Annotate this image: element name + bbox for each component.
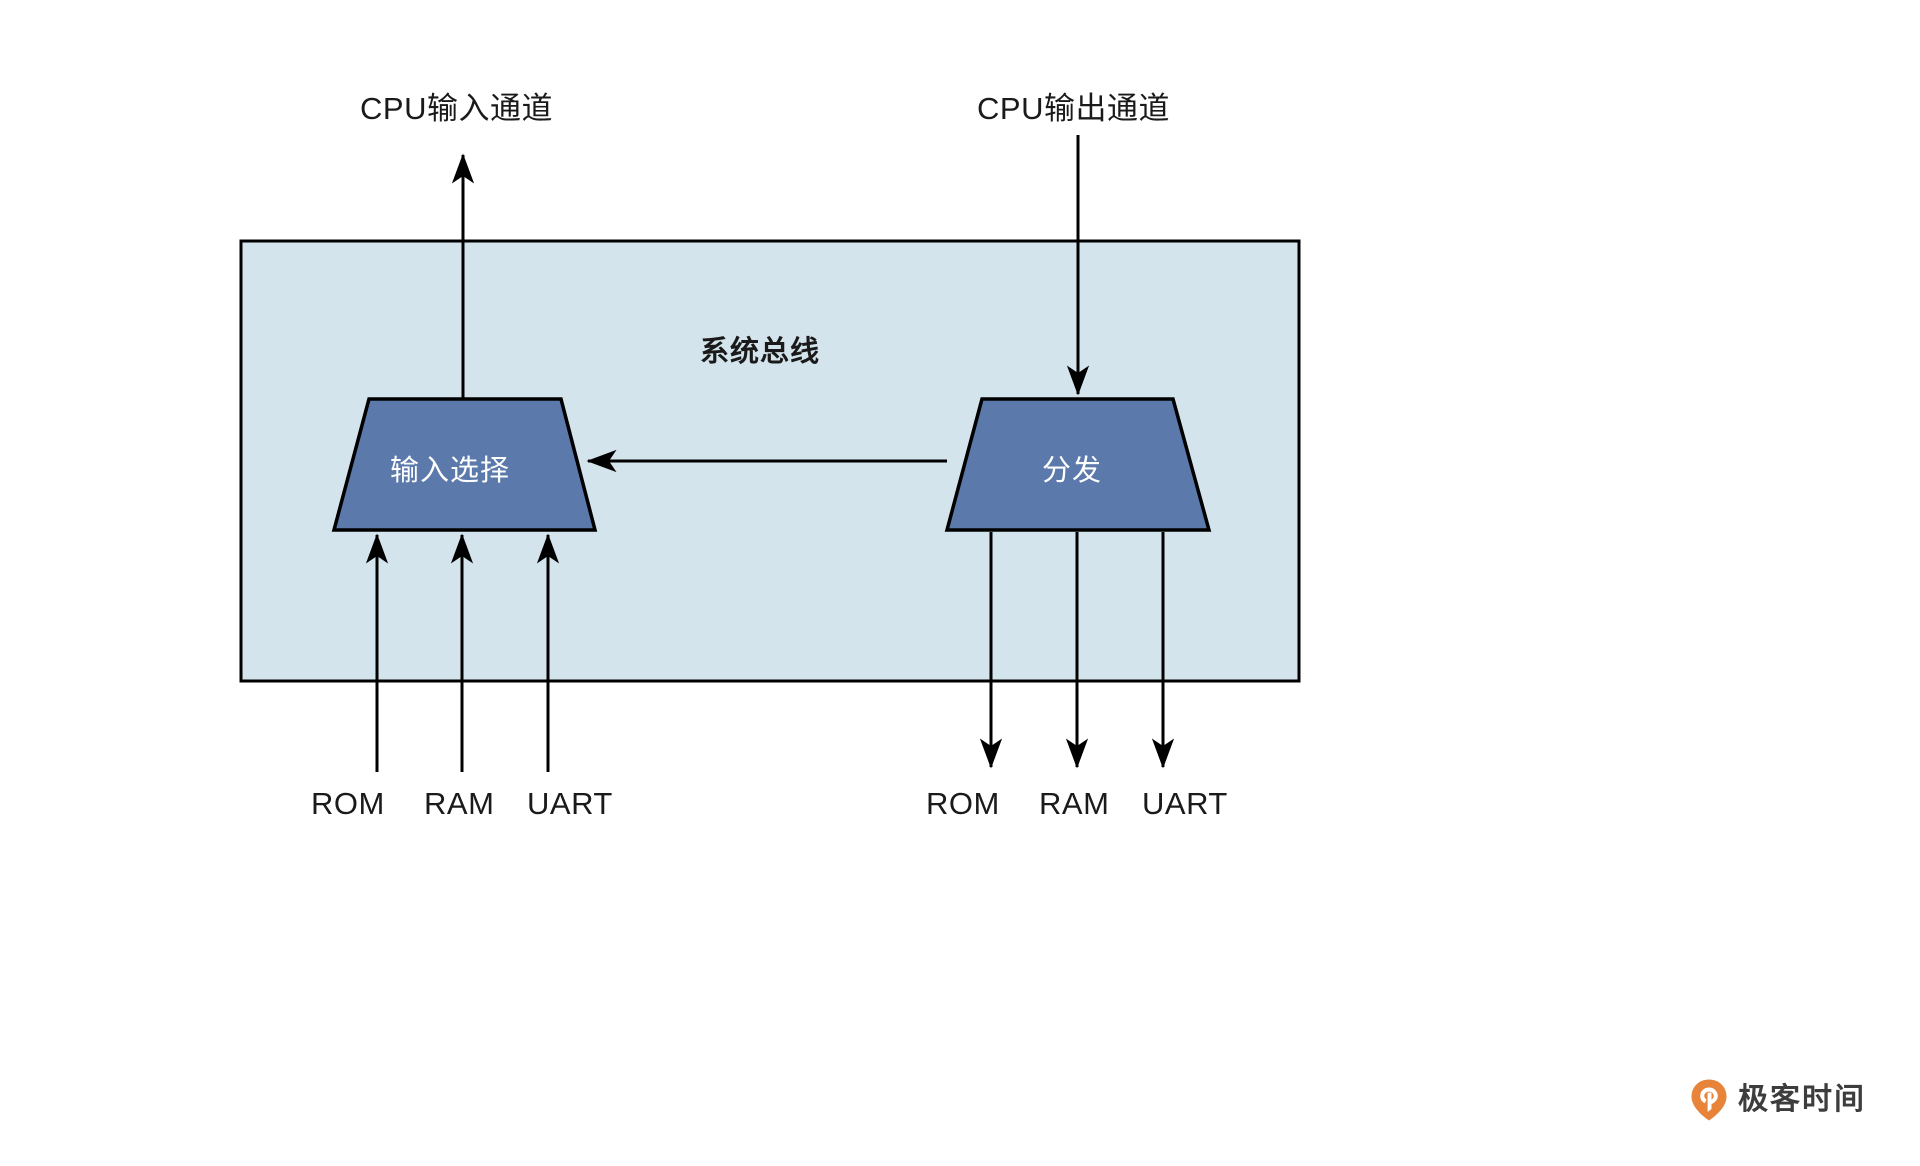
geektime-logo-icon bbox=[1690, 1078, 1728, 1122]
distribute-block[interactable] bbox=[944, 397, 1212, 532]
distribute-label: 分发 bbox=[1042, 455, 1103, 487]
peripheral-right-rom-label: ROM bbox=[926, 786, 1000, 821]
cpu-output-channel-label: CPU输出通道 bbox=[977, 91, 1170, 126]
input-select-label: 输入选择 bbox=[390, 455, 511, 487]
peripheral-right-uart-label: UART bbox=[1142, 786, 1228, 821]
peripheral-left-uart-label: UART bbox=[527, 786, 613, 821]
watermark-brand: 极客时间 bbox=[1738, 1083, 1866, 1116]
peripheral-left-ram-label: RAM bbox=[424, 786, 495, 821]
cpu-input-channel-label: CPU输入通道 bbox=[360, 91, 553, 126]
watermark: 极客时间 bbox=[1690, 1078, 1866, 1122]
input-select-block[interactable] bbox=[331, 397, 598, 532]
peripheral-left-rom-label: ROM bbox=[311, 786, 385, 821]
system-bus-label: 系统总线 bbox=[700, 336, 821, 368]
peripheral-right-ram-label: RAM bbox=[1039, 786, 1110, 821]
